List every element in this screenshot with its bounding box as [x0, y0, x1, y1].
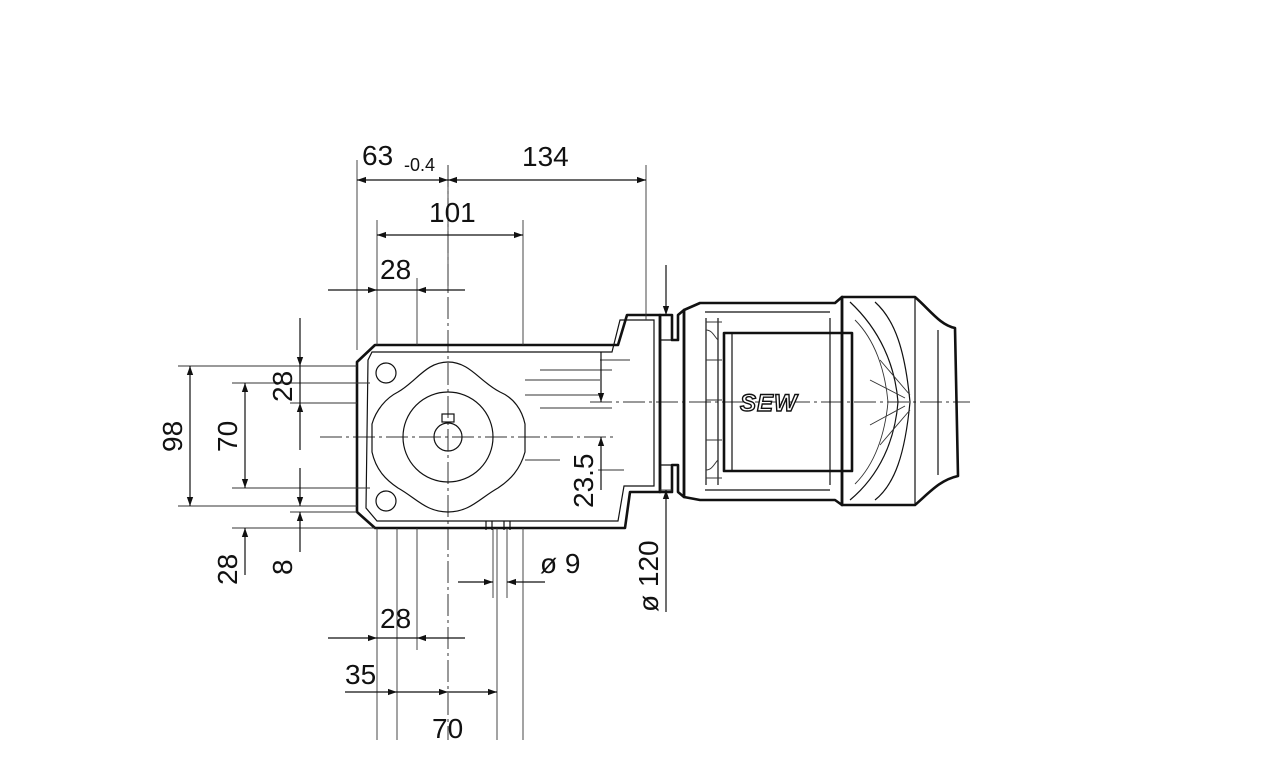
- dim-70-left: 70: [212, 421, 243, 452]
- center-lines: [320, 165, 970, 740]
- dim-101: 101: [429, 197, 476, 228]
- motor: [682, 295, 960, 507]
- dim-28-left-lower: 28: [212, 554, 243, 585]
- sew-logo: SEW: [740, 390, 799, 417]
- dim-hole-diameter: ø 9: [540, 548, 580, 579]
- dim-28-bottom: 28: [380, 603, 411, 634]
- dim-flange-diameter: ø 120: [633, 540, 664, 612]
- dimension-labels: 63 -0.4 134 101 28 98 70 28 28 8 23.5 ø …: [157, 140, 664, 744]
- dimension-lines: [186, 176, 670, 696]
- dim-tolerance: -0.4: [404, 155, 435, 175]
- dim-63: 63: [362, 140, 393, 171]
- dim-35: 35: [345, 659, 376, 690]
- dim-134: 134: [522, 141, 569, 172]
- gear-housing: [355, 313, 662, 530]
- dim-8: 8: [267, 559, 298, 575]
- extension-lines: [178, 160, 672, 740]
- dim-28-left-upper: 28: [267, 371, 298, 402]
- dim-28-top: 28: [380, 254, 411, 285]
- dim-23-5: 23.5: [568, 454, 599, 509]
- bolt-top-left: [375, 362, 397, 384]
- dim-70-bottom: 70: [432, 713, 463, 744]
- dim-98: 98: [157, 421, 188, 452]
- motor-flange: [658, 308, 686, 499]
- bolt-bottom-left: [375, 490, 397, 512]
